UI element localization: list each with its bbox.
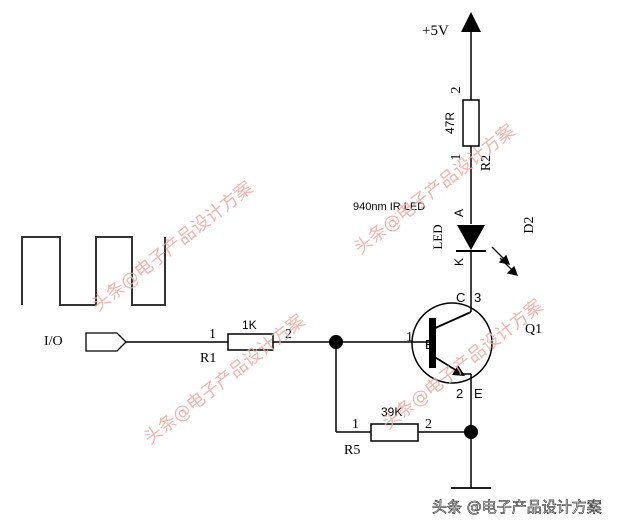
r2-pin-bottom: 1 — [449, 154, 464, 161]
led-anode-label: A — [452, 209, 466, 217]
q1-base-label: B — [425, 337, 434, 352]
watermark-text: 头条@电子产品设计方案 — [140, 310, 309, 448]
r1-ref: R1 — [200, 351, 216, 366]
r5-pin-right: 2 — [425, 417, 432, 432]
r5-ref: R5 — [344, 443, 360, 458]
q1-emitter-label: E — [474, 386, 483, 401]
q1-collector-lead — [432, 311, 472, 330]
led-emission-arrows — [491, 246, 519, 276]
q1-transistor-body — [411, 302, 493, 384]
r5-pin-left: 1 — [352, 417, 359, 432]
led-ref: D2 — [522, 216, 537, 233]
r5-value: 39K — [381, 405, 402, 419]
q1-base-bar — [429, 318, 436, 368]
r1-pin-right: 2 — [285, 327, 292, 342]
q1-collector-label: C — [456, 290, 465, 305]
supply-label: +5V — [422, 23, 449, 39]
io-label: I/O — [44, 334, 63, 349]
q1-base-pin: 1 — [406, 330, 413, 345]
watermark-text: 头条@电子产品设计方案 — [88, 177, 257, 315]
led-caption: 940nm IR LED — [353, 201, 425, 213]
square-wave-symbol — [21, 236, 166, 306]
r1-value: 1K — [242, 318, 257, 332]
footer-watermark: 头条 @电子产品设计方案 — [432, 498, 602, 516]
supply-arrow — [461, 12, 481, 32]
r2-resistor-body — [462, 99, 480, 147]
q1-emitter-pin: 2 — [456, 386, 463, 401]
r2-value: 47R — [443, 112, 457, 134]
led-diode-triangle — [457, 225, 485, 250]
r2-pin-top: 2 — [449, 87, 464, 94]
io-port-symbol — [85, 332, 127, 352]
r2-ref: R2 — [479, 155, 494, 171]
emitter-junction-dot — [464, 425, 478, 439]
led-cathode-label: K — [452, 258, 466, 266]
led-type-label: LED — [430, 224, 445, 249]
q1-emitter-arrow — [452, 365, 465, 376]
r1-pin-left: 1 — [209, 327, 216, 342]
q1-ref: Q1 — [525, 322, 542, 337]
q1-collector-pin: 3 — [474, 290, 481, 305]
